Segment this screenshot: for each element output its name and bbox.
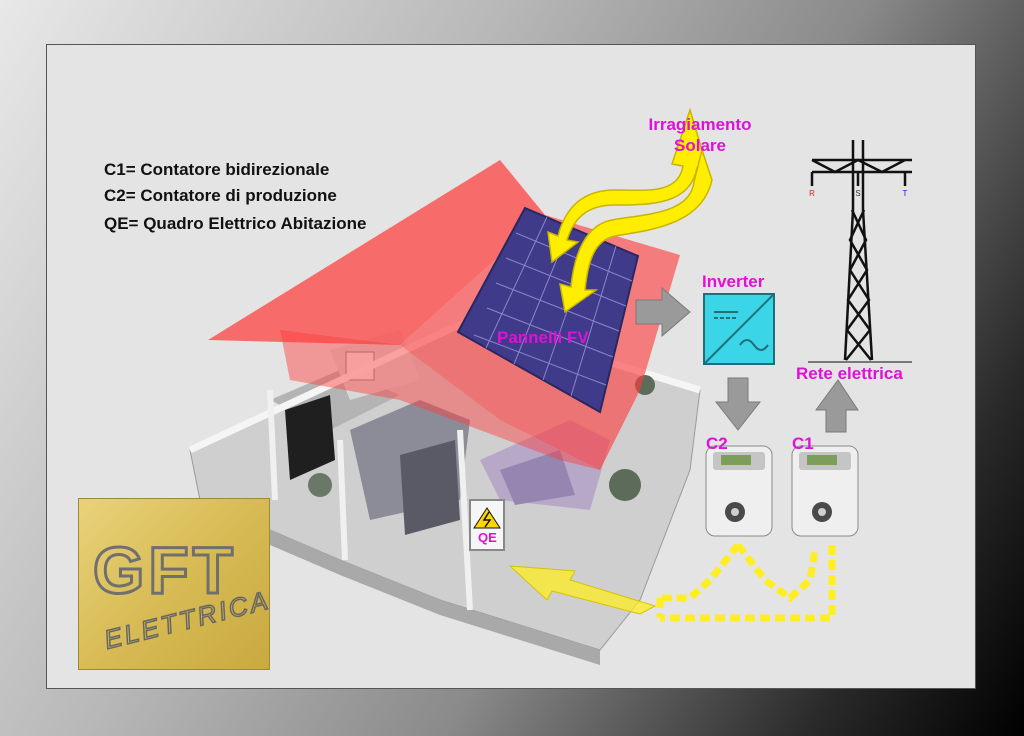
flow-arrows <box>656 542 836 622</box>
sun-ray-arrows <box>547 107 713 314</box>
flow-arrow-to-qe <box>508 565 657 615</box>
meter-c1 <box>791 445 859 537</box>
meter-c2 <box>705 445 773 537</box>
tower-phase-r: R <box>809 189 815 198</box>
solar-irradiance-label: Irragiamento Solare <box>600 114 800 156</box>
power-tower <box>808 140 912 363</box>
grid-label: Rete elettrica <box>796 364 903 383</box>
meter-c2-label: C2 <box>706 434 728 453</box>
meter-c1-label: C1 <box>792 434 814 453</box>
legend-c1: C1= Contatore bidirezionale <box>104 160 330 179</box>
legend-qe: QE= Quadro Elettrico Abitazione <box>104 214 367 233</box>
gray-arrows <box>635 286 859 433</box>
gft-logo-mark: GFT ELETTRICA <box>92 532 275 656</box>
inverter-label: Inverter <box>702 272 765 291</box>
solar-label-line1: Irragiamento <box>648 115 752 134</box>
qe-panel <box>469 499 505 551</box>
tower-phase-t: T <box>903 189 908 198</box>
tower-phase-s: S <box>855 189 860 198</box>
qe-label: QE <box>478 530 497 545</box>
legend-c2: C2= Contatore di produzione <box>104 186 337 205</box>
gft-logo: GFT ELETTRICA <box>78 498 275 670</box>
pv-panel-label: Pannelli FV <box>497 328 589 347</box>
inverter-box <box>703 293 775 365</box>
solar-label-line2: Solare <box>674 136 726 155</box>
logo-text: GFT <box>93 533 237 607</box>
